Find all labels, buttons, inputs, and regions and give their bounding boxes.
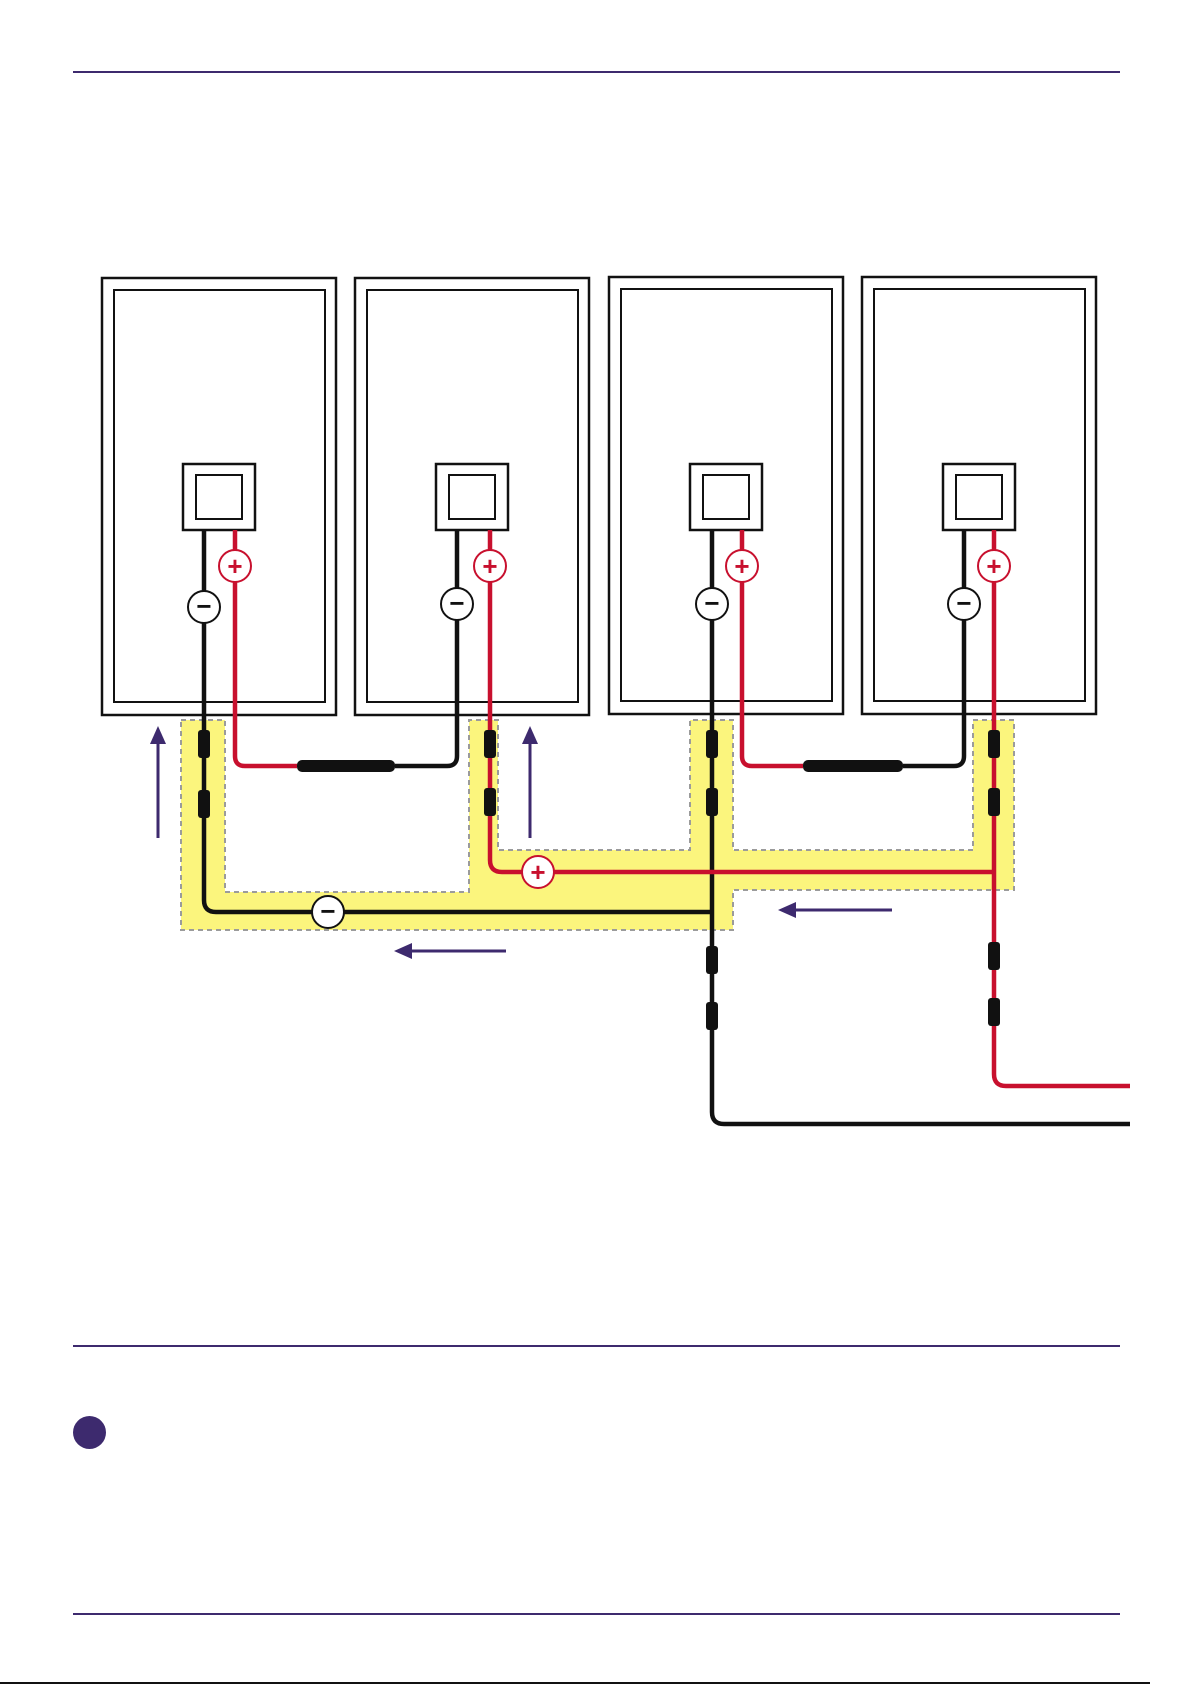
negative-badge-panel-4: − (948, 588, 980, 620)
flow-arrow-up-1 (150, 726, 166, 838)
svg-text:+: + (227, 551, 242, 581)
junction-box-4 (943, 464, 1015, 530)
negative-badge-panel-1: − (188, 591, 220, 623)
flow-arrow-left-1 (778, 902, 892, 918)
mc4-connector-icon (706, 788, 718, 816)
junction-box-2 (436, 464, 508, 530)
svg-text:−: − (956, 588, 971, 618)
series-connector-2 (803, 760, 903, 772)
svg-text:+: + (734, 551, 749, 581)
highlight-region (181, 720, 1014, 930)
mc4-connector-icon (198, 730, 210, 758)
positive-badge-panel-1: + (219, 550, 251, 582)
svg-text:+: + (530, 857, 545, 887)
mc4-connector-icon (706, 946, 718, 974)
svg-text:+: + (986, 551, 1001, 581)
svg-text:−: − (704, 588, 719, 618)
positive-badge-panel-3: + (726, 550, 758, 582)
flow-arrow-left-2 (394, 943, 506, 959)
svg-text:−: − (196, 591, 211, 621)
info-dot-icon (73, 1416, 106, 1449)
mc4-connector-icon (988, 998, 1000, 1026)
mc4-connector-icon (484, 788, 496, 816)
mc4-connector-icon (988, 788, 1000, 816)
mc4-connector-icon (198, 790, 210, 818)
svg-text:+: + (482, 551, 497, 581)
middle-rule (73, 1345, 1120, 1347)
mc4-connector-icon (988, 730, 1000, 758)
combined-negative-badge: − (312, 896, 344, 928)
svg-text:−: − (320, 896, 335, 926)
positive-badge-panel-2: + (474, 550, 506, 582)
footer-rule (73, 1613, 1120, 1615)
junction-box-1 (183, 464, 255, 530)
junction-box-3 (690, 464, 762, 530)
negative-badge-panel-2: − (441, 588, 473, 620)
flow-arrow-up-2 (522, 726, 538, 838)
mc4-connector-icon (484, 730, 496, 758)
svg-text:−: − (449, 588, 464, 618)
positive-badge-panel-4: + (978, 550, 1010, 582)
mc4-connector-icon (706, 1002, 718, 1030)
combined-positive-badge: + (522, 856, 554, 888)
series-connector-1 (297, 760, 395, 772)
page-edge-rule (0, 1682, 1150, 1684)
negative-badge-panel-3: − (696, 588, 728, 620)
mc4-connector-icon (988, 942, 1000, 970)
mc4-connector-icon (706, 730, 718, 758)
